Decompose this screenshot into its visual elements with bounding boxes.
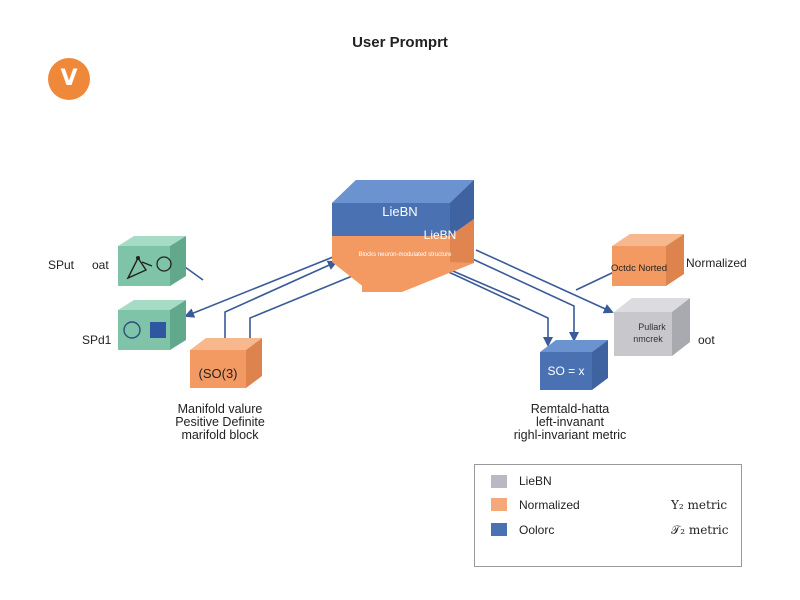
- gray-side-label: oot: [698, 333, 715, 347]
- spd-top-right-label: oat: [92, 258, 109, 272]
- arrow-liebn-to-so-b: [465, 255, 579, 342]
- legend-swatch-oolorc: [491, 523, 507, 536]
- normalized-cube-label: Octdc Norted: [611, 263, 667, 274]
- spd-top-left-label: SPut: [48, 258, 75, 272]
- so3-cube: [190, 338, 262, 388]
- normalized-cube: [612, 234, 684, 286]
- legend-label-normalized: Normalized: [519, 498, 580, 512]
- arrow-liebn-to-so-a: [439, 267, 553, 347]
- legend-swatch-normalized: [491, 498, 507, 511]
- manifold-glyph-icon: [123, 321, 141, 339]
- link-normalized-to-gray: [575, 271, 615, 291]
- graph-glyph-icon: [126, 256, 153, 280]
- right-caption-line: left-invanant: [535, 415, 605, 429]
- gray-cube-label-1: Pullark: [638, 322, 666, 332]
- so-label: SO = x: [547, 364, 584, 378]
- liebn-sub-label: Blocks neuron-modulated structure: [358, 252, 452, 258]
- page-title: User Promprt: [352, 34, 448, 51]
- right-caption-line: Remtald-hatta: [530, 402, 610, 416]
- right-caption-line: righl-invariant metric: [513, 428, 627, 442]
- arrow-liebn-to-spd2: [184, 254, 339, 318]
- legend-swatch-liebn: [491, 475, 507, 488]
- left-caption: Manifold valure Pesitive Definite marifo…: [150, 403, 290, 442]
- legend-metric-normalized: Y₂ metric: [671, 498, 728, 512]
- liebn-block: [332, 180, 474, 292]
- gray-cube: [614, 298, 690, 356]
- logo: V: [48, 58, 90, 100]
- left-caption-line: Pesitive Definite: [175, 415, 265, 429]
- liebn-front-label: LieBN: [424, 228, 457, 242]
- graph-node-icon: [136, 256, 140, 260]
- legend: LieBN Normalized Y₂ metric Oolorc 𝒯₂ met…: [474, 464, 742, 567]
- spd-bottom-label: SPd1: [82, 333, 112, 347]
- so3-label: (SO(3): [199, 366, 238, 381]
- spd-cube-top: [118, 236, 186, 286]
- legend-label-liebn: LieBN: [519, 474, 552, 488]
- left-caption-line: Manifold valure: [177, 402, 263, 416]
- right-caption: Remtald-hatta left-invanant righl-invari…: [490, 403, 650, 442]
- so-cube: [540, 340, 608, 390]
- arrow-so3-to-liebn-a: [224, 260, 338, 345]
- legend-label-oolorc: Oolorc: [519, 523, 555, 537]
- arrow-liebn-to-gray: [475, 249, 614, 314]
- arrow-so3-to-liebn-b: [249, 270, 364, 345]
- gray-cube-label-2: nmcrek: [633, 334, 663, 344]
- loop-glyph-icon: [156, 256, 172, 272]
- legend-metric-oolorc: 𝒯₂ metric: [671, 523, 729, 537]
- matrix-glyph-icon: [150, 322, 166, 338]
- spd-cube-bottom: [118, 300, 186, 350]
- normalized-side-label: Normalized: [686, 256, 747, 270]
- left-caption-line: marifold block: [181, 428, 259, 442]
- liebn-top-label: LieBN: [382, 204, 417, 219]
- logo-letter: V: [60, 66, 78, 91]
